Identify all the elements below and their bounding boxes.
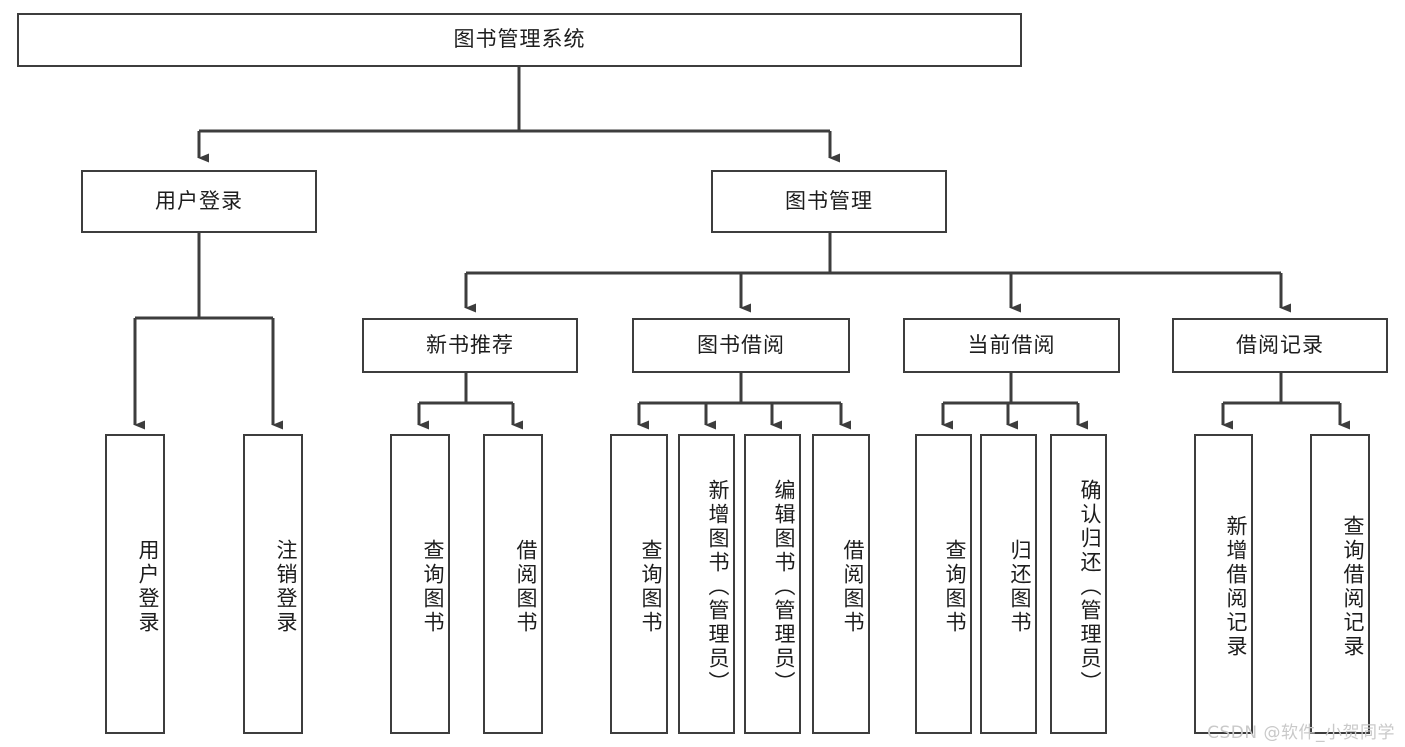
node-leaf-query-book-1[interactable]: 查询图书 <box>390 434 450 734</box>
node-borrow-record-label: 借阅记录 <box>1236 332 1324 357</box>
csdn-watermark: CSDN @软件_小贺同学 <box>1207 723 1395 743</box>
node-leaf-query-book-3-label: 查询图书 <box>943 539 967 635</box>
node-leaf-edit-book[interactable]: 编辑图书（管理员） <box>744 434 801 734</box>
node-leaf-return-book[interactable]: 归还图书 <box>980 434 1037 734</box>
node-leaf-user-login-label: 用户登录 <box>136 539 160 635</box>
node-root-label: 图书管理系统 <box>453 27 586 52</box>
node-leaf-borrow-book-2-label: 借阅图书 <box>841 539 865 635</box>
node-leaf-borrow-book-2[interactable]: 借阅图书 <box>812 434 870 734</box>
node-leaf-add-book[interactable]: 新增图书（管理员） <box>678 434 735 734</box>
node-leaf-confirm-return-label: 确认归还（管理员） <box>1078 479 1102 695</box>
node-book-borrow[interactable]: 图书借阅 <box>632 318 850 373</box>
node-current-borrow[interactable]: 当前借阅 <box>903 318 1120 373</box>
node-leaf-borrow-book-1[interactable]: 借阅图书 <box>483 434 543 734</box>
node-leaf-logout[interactable]: 注销登录 <box>243 434 303 734</box>
node-leaf-query-book-2[interactable]: 查询图书 <box>610 434 668 734</box>
node-leaf-query-record[interactable]: 查询借阅记录 <box>1310 434 1370 734</box>
node-leaf-query-record-label: 查询借阅记录 <box>1341 515 1365 659</box>
node-root[interactable]: 图书管理系统 <box>17 13 1022 67</box>
node-borrow-record[interactable]: 借阅记录 <box>1172 318 1388 373</box>
node-leaf-query-book-1-label: 查询图书 <box>421 539 445 635</box>
node-book-management-label: 图书管理 <box>785 188 873 213</box>
node-new-book-recommend[interactable]: 新书推荐 <box>362 318 578 373</box>
node-leaf-confirm-return[interactable]: 确认归还（管理员） <box>1050 434 1107 734</box>
node-leaf-user-login[interactable]: 用户登录 <box>105 434 165 734</box>
node-leaf-query-book-2-label: 查询图书 <box>639 539 663 635</box>
node-book-borrow-label: 图书借阅 <box>697 332 785 357</box>
node-book-management[interactable]: 图书管理 <box>711 170 947 233</box>
node-user-login-label: 用户登录 <box>155 188 243 213</box>
node-new-book-recommend-label: 新书推荐 <box>426 332 514 357</box>
node-leaf-add-book-label: 新增图书（管理员） <box>706 479 730 695</box>
node-leaf-add-record-label: 新增借阅记录 <box>1224 515 1248 659</box>
node-leaf-query-book-3[interactable]: 查询图书 <box>915 434 972 734</box>
node-current-borrow-label: 当前借阅 <box>967 332 1056 357</box>
node-leaf-logout-label: 注销登录 <box>274 539 298 635</box>
node-user-login[interactable]: 用户登录 <box>81 170 317 233</box>
node-leaf-edit-book-label: 编辑图书（管理员） <box>772 479 796 695</box>
node-leaf-add-record[interactable]: 新增借阅记录 <box>1194 434 1253 734</box>
node-leaf-return-book-label: 归还图书 <box>1008 539 1032 635</box>
node-leaf-borrow-book-1-label: 借阅图书 <box>514 539 538 635</box>
